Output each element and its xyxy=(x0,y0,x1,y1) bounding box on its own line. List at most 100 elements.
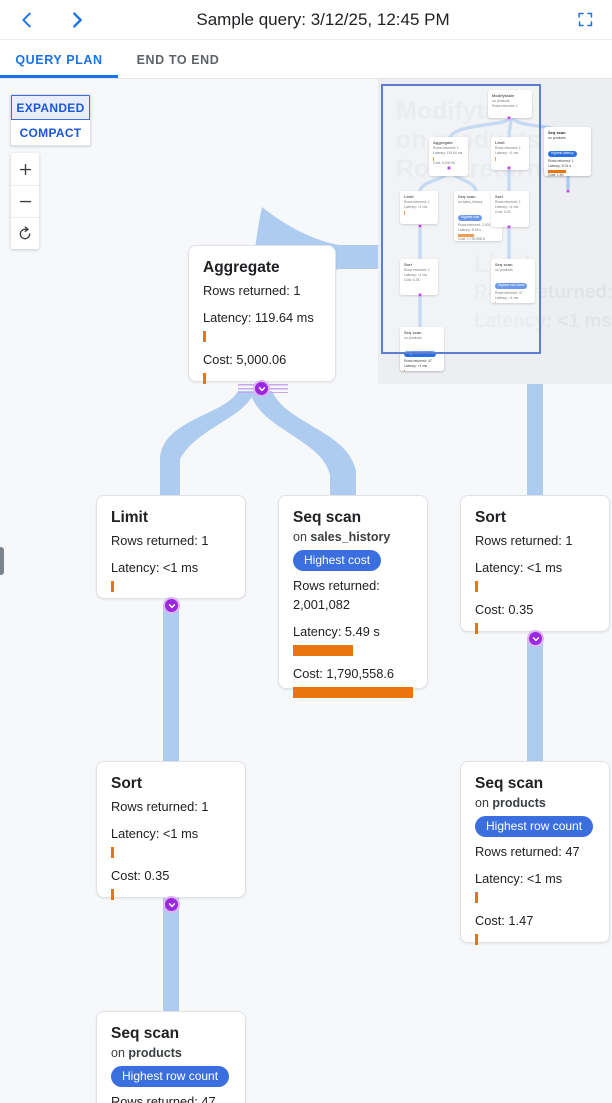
tab-end-to-end[interactable]: END TO END xyxy=(118,41,238,78)
minimap-latency-bar xyxy=(548,170,566,173)
plan-node-sort-left[interactable]: Sort Rows returned: 1 Latency: <1 ms Cos… xyxy=(96,761,246,900)
node-latency: Latency: 119.64 ms xyxy=(203,310,314,325)
node-latency: Latency: 5.49 s xyxy=(293,624,380,639)
display-mode-toggle: EXPANDED COMPACT xyxy=(10,94,91,146)
collapse-button-sort-right[interactable] xyxy=(527,630,544,647)
status-badge-highest-cost: Highest cost xyxy=(293,550,382,571)
minimap-node-sub: Rows returned: 2,001,082 xyxy=(458,223,498,227)
minimap-node-sub: Rows returned: 47 xyxy=(404,359,432,363)
minimap-latency-tick xyxy=(404,370,405,371)
fullscreen-button[interactable] xyxy=(566,1,604,39)
collapse-button-aggregate[interactable] xyxy=(253,380,270,397)
minimap-node-title: Sort xyxy=(495,194,503,199)
minimap-node-modifytable[interactable]: Modifytable on products Rows returned: 1 xyxy=(488,90,532,118)
zoom-controls xyxy=(11,153,39,249)
node-rows-returned: Rows returned: 1 xyxy=(475,533,573,548)
reset-zoom-button[interactable] xyxy=(11,217,39,249)
plan-minimap[interactable]: Modifytable on products Rows returned Li… xyxy=(378,79,612,384)
minimap-node-title: Seq scan xyxy=(548,130,566,135)
plan-node-aggregate[interactable]: Aggregate Rows returned: 1 Latency: 119.… xyxy=(188,245,336,384)
node-cost-bar xyxy=(111,889,114,900)
back-button[interactable] xyxy=(10,3,44,37)
minimap-node-sub: Cost: 5,000.06 xyxy=(433,161,456,165)
tab-bar: QUERY PLAN END TO END xyxy=(0,41,612,79)
node-relation: on products xyxy=(475,794,595,813)
node-latency: Latency: <1 ms xyxy=(111,560,199,575)
minimap-node-sub: on products xyxy=(548,136,566,140)
collapse-button-limit[interactable] xyxy=(163,597,180,614)
minimap-node-sort-right[interactable]: Sort Rows returned: 1 Latency: <1 ms Cos… xyxy=(491,191,529,227)
minimap-collapse-dot[interactable] xyxy=(507,116,511,120)
plus-icon xyxy=(19,163,31,175)
minimap-node-title: Modifytable xyxy=(492,93,515,98)
node-relation-name: sales_history xyxy=(310,530,391,544)
minimap-badge-highest-row-count: Highest row count xyxy=(495,282,528,289)
status-badge-highest-row-count: Highest row count xyxy=(475,816,594,837)
node-title: Aggregate xyxy=(203,259,280,276)
node-cost: Cost: 5,000.06 xyxy=(203,352,287,367)
reset-rotate-icon xyxy=(19,225,31,239)
zoom-out-button[interactable] xyxy=(11,185,39,217)
minimap-latency-tick xyxy=(433,157,434,161)
node-latency-bar xyxy=(475,892,478,903)
node-latency-bar xyxy=(475,581,478,592)
minimap-collapse-dot[interactable] xyxy=(447,166,451,170)
node-relation-prefix: on xyxy=(293,530,311,544)
node-latency: Latency: <1 ms xyxy=(475,871,563,886)
plan-node-sort-right[interactable]: Sort Rows returned: 1 Latency: <1 ms Cos… xyxy=(460,495,610,634)
minimap-node-sub: Rows returned: 1 xyxy=(495,200,521,204)
minimap-node-title: Seq scan xyxy=(458,194,476,199)
minimap-collapse-dot[interactable] xyxy=(418,293,422,297)
node-rows-returned: Rows returned: 47 xyxy=(111,1094,216,1103)
minimap-node-sub: Cost: 1.50 xyxy=(548,172,564,177)
sidebar-drawer-handle[interactable] xyxy=(0,547,4,575)
minimap-node-sub: Rows returned: 1 xyxy=(495,146,521,150)
expanded-mode-button[interactable]: EXPANDED xyxy=(11,95,90,120)
minimap-collapse-dot[interactable] xyxy=(418,224,422,228)
node-title: Seq scan xyxy=(293,509,362,526)
minimap-node-seqscan-rows-right[interactable]: Seq scan on products Highest row count R… xyxy=(491,259,535,303)
minimap-viewport-rect[interactable] xyxy=(381,84,541,354)
minimap-node-sub: Latency: 119.64 ms xyxy=(433,151,463,155)
forward-button[interactable] xyxy=(60,3,94,37)
zoom-in-button[interactable] xyxy=(11,153,39,185)
minimap-node-sub: Latency: <1 ms xyxy=(404,273,428,277)
minimap-collapse-dot[interactable] xyxy=(507,225,511,229)
minus-icon xyxy=(19,200,31,203)
minimap-node-sort-left[interactable]: Sort Rows returned: 1 Latency: <1 ms Cos… xyxy=(400,259,438,295)
plan-node-seqscan-products-bottom[interactable]: Seq scan on products Highest row count R… xyxy=(96,1011,246,1103)
chevron-down-icon xyxy=(532,636,539,641)
app-header: Sample query: 3/12/25, 12:45 PM xyxy=(0,0,612,40)
minimap-node-limit[interactable]: Limit Rows returned: 1 Latency: <1 ms xyxy=(400,191,438,224)
collapse-rail-left xyxy=(238,384,264,393)
minimap-node-title: Sort xyxy=(404,262,412,267)
minimap-latency-bar xyxy=(458,234,474,237)
minimap-node-seqscan-highest-latency[interactable]: Seq scan on products Highest latency Row… xyxy=(544,127,591,176)
tab-query-plan[interactable]: QUERY PLAN xyxy=(0,41,118,78)
node-cost-bar xyxy=(203,373,206,384)
minimap-node-title: Limit xyxy=(404,194,414,199)
minimap-node-title: Seq scan xyxy=(495,262,513,267)
collapse-button-sort-left[interactable] xyxy=(163,896,180,913)
node-title: Seq scan xyxy=(475,775,544,792)
minimap-collapse-dot[interactable] xyxy=(566,189,570,193)
plan-canvas[interactable]: EXPANDED COMPACT xyxy=(0,79,612,1103)
node-relation: on products xyxy=(111,1044,231,1063)
plan-node-limit[interactable]: Limit Rows returned: 1 Latency: <1 ms xyxy=(96,495,246,599)
minimap-node-sub: Rows returned: 1 xyxy=(404,200,430,204)
plan-node-seqscan-sales-history[interactable]: Seq scan on sales_history Highest cost R… xyxy=(278,495,428,698)
node-rows-returned: Rows returned: 1 xyxy=(111,799,209,814)
plan-node-seqscan-products-right[interactable]: Seq scan on products Highest row count R… xyxy=(460,761,610,945)
minimap-badge-highest-cost: Highest cost xyxy=(458,214,483,221)
minimap-node-limit-top[interactable]: Limit Rows returned: 1 Latency: <1 ms xyxy=(491,137,529,170)
minimap-node-sub: Rows returned: 1 xyxy=(404,268,430,272)
minimap-node-seqscan-rows-bottom[interactable]: Seq scan on products Highest row count R… xyxy=(400,327,444,371)
node-cost: Cost: 0.35 xyxy=(111,868,170,883)
compact-mode-button[interactable]: COMPACT xyxy=(11,120,90,145)
node-cost: Cost: 1.47 xyxy=(475,913,534,928)
minimap-latency-tick xyxy=(495,157,496,161)
status-badge-highest-row-count: Highest row count xyxy=(111,1066,230,1087)
minimap-node-sub: Rows returned: 1 xyxy=(433,146,459,150)
minimap-collapse-dot[interactable] xyxy=(507,166,511,170)
